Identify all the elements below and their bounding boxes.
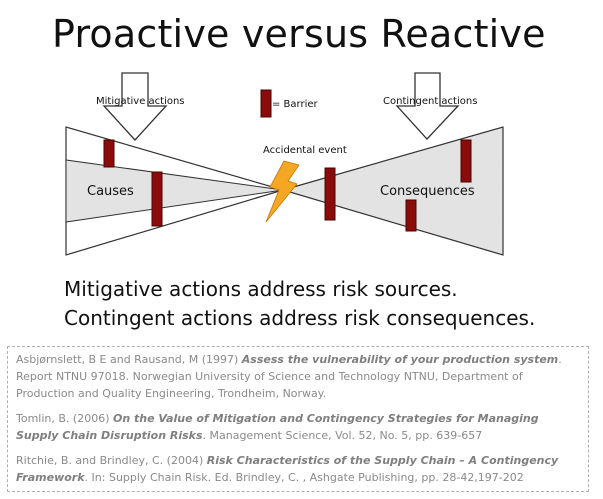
barrier-rect-icon (460, 139, 472, 183)
reference-authors: Ritchie, B. and Brindley, C. (2004) (16, 454, 207, 467)
causes-inner-wedge (65, 159, 284, 223)
reference-title: On the Value of Mitigation and Contingen… (16, 412, 539, 442)
barrier-rect-icon (405, 199, 417, 232)
reference-item: Asbjørnslett, B E and Rausand, M (1997) … (16, 351, 580, 402)
mitigative-actions-label: Mitigative actions (96, 96, 185, 107)
reference-details: . Management Science, Vol. 52, No. 5, pp… (202, 429, 483, 442)
contingent-actions-label: Contingent actions (383, 96, 477, 107)
reference-details: . In: Supply Chain Risk. Ed. Brindley, C… (84, 471, 524, 484)
references-box: Asbjørnslett, B E and Rausand, M (1997) … (7, 346, 589, 492)
reference-item: Tomlin, B. (2006) On the Value of Mitiga… (16, 410, 580, 444)
causes-label: Causes (87, 184, 134, 199)
reference-item: Ritchie, B. and Brindley, C. (2004) Risk… (16, 452, 580, 486)
barrier-rect-icon (103, 139, 115, 168)
barrier-legend-icon (260, 89, 272, 118)
reference-details: . Report NTNU 97018. Norwegian Universit… (16, 353, 562, 400)
reference-title: Risk Characteristics of the Supply Chain… (16, 454, 559, 484)
statement-contingent: Contingent actions address risk conseque… (64, 306, 536, 330)
consequences-wedge (280, 126, 504, 256)
reference-authors: Tomlin, B. (2006) (16, 412, 113, 425)
consequences-label: Consequences (380, 184, 475, 199)
mitigative-down-arrow-icon (102, 72, 168, 141)
statements: Mitigative actions address risk sources.… (64, 275, 535, 333)
barrier-legend-label: = Barrier (272, 99, 319, 110)
accidental-event-label: Accidental event (263, 145, 347, 156)
barrier-rect-icon (151, 171, 163, 227)
reference-title: Assess the vulnerability of your product… (241, 353, 559, 366)
bow-tie-diagram: = Barrier Mitigative actions Contingent … (65, 72, 504, 256)
reference-authors: Asbjørnslett, B E and Rausand, M (1997) (16, 353, 242, 366)
contingent-down-arrow-icon (395, 72, 460, 140)
barrier-rect-icon (324, 167, 336, 221)
page-title: Proactive versus Reactive (52, 12, 546, 56)
statement-mitigative: Mitigative actions address risk sources. (64, 277, 458, 301)
lightning-icon (265, 160, 300, 223)
